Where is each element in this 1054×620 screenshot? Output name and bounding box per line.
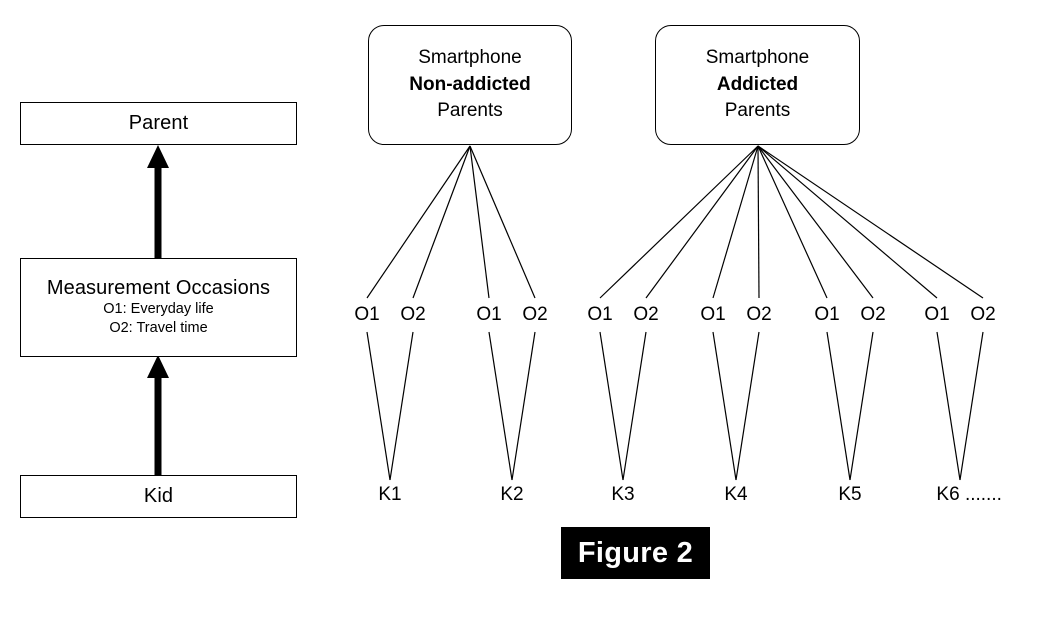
occasion-node-6[interactable]: O2 [633, 304, 659, 325]
edges-nonaddicted-to-occasions [366, 145, 536, 299]
edges-occasions-to-kids [366, 331, 984, 481]
occasion-node-11[interactable]: O1 [924, 304, 950, 325]
occasion-node-9[interactable]: O1 [814, 304, 840, 325]
occasion-node-8[interactable]: O2 [746, 304, 772, 325]
occasion-node-1[interactable]: O1 [354, 304, 380, 325]
group-non-addicted-line2: Non-addicted [409, 73, 531, 95]
group-non-addicted-line3: Parents [437, 100, 503, 122]
legend-box-measurement-occasions: Measurement Occasions O1: Everyday life … [20, 258, 297, 357]
legend-occasion-o2: O2: Travel time [109, 320, 208, 336]
occasion-node-10[interactable]: O2 [860, 304, 886, 325]
figure-caption: Figure 2 [561, 527, 710, 579]
occasion-node-12[interactable]: O2 [970, 304, 996, 325]
kid-node-k1[interactable]: K1 [378, 484, 402, 505]
group-non-addicted-line1: Smartphone [418, 46, 522, 68]
group-addicted-line3: Parents [724, 100, 791, 122]
occasion-node-7[interactable]: O1 [700, 304, 726, 325]
kid-node-k4[interactable]: K4 [724, 484, 748, 505]
group-addicted-line1: Smartphone [705, 46, 810, 68]
occasion-node-4[interactable]: O2 [522, 304, 548, 325]
legend-parent-title: Parent [128, 112, 189, 134]
legend-arrow-kid-to-occasions [147, 355, 169, 475]
group-box-non-addicted[interactable]: Smartphone Non-addicted Parents [368, 25, 572, 145]
legend-box-kid: Kid [20, 475, 297, 518]
kid-node-k6[interactable]: K6 ....... [936, 484, 1002, 505]
legend-box-parent: Parent [20, 102, 297, 145]
legend-arrow-occasions-to-parent [147, 145, 169, 258]
group-addicted-line2: Addicted [716, 73, 799, 95]
kid-node-k5[interactable]: K5 [838, 484, 862, 505]
legend-measurement-occasions-title: Measurement Occasions [46, 276, 271, 299]
edges-addicted-to-occasions [599, 145, 984, 299]
occasion-node-3[interactable]: O1 [476, 304, 502, 325]
group-box-addicted[interactable]: Smartphone Addicted Parents [655, 25, 860, 145]
kid-node-k3[interactable]: K3 [611, 484, 635, 505]
occasion-node-5[interactable]: O1 [587, 304, 613, 325]
occasion-node-2[interactable]: O2 [400, 304, 426, 325]
legend-kid-title: Kid [143, 485, 174, 507]
kid-node-k2[interactable]: K2 [500, 484, 524, 505]
legend-occasion-o1: O1: Everyday life [103, 300, 214, 317]
